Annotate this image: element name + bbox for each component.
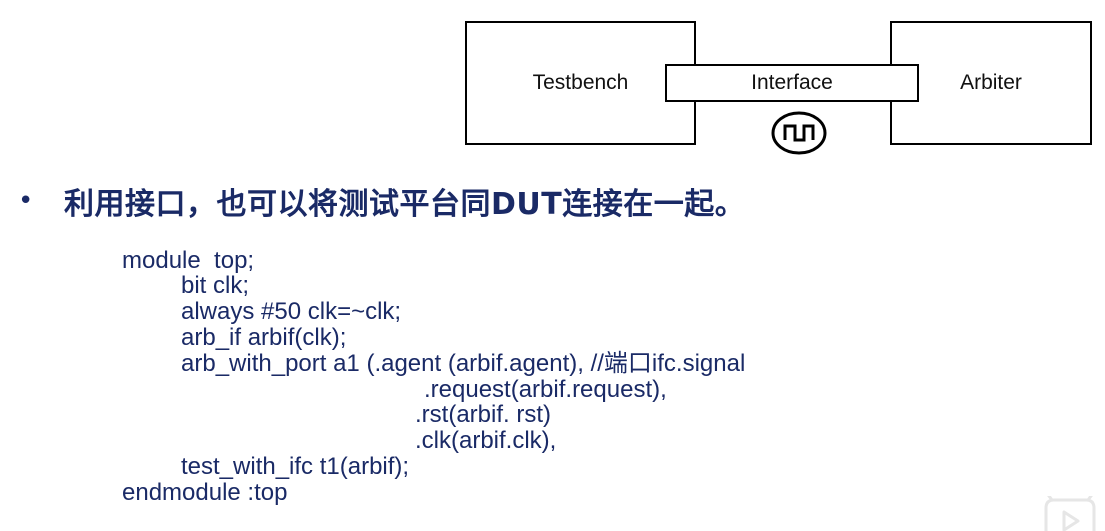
bullet-point: • 利用接口，也可以将测试平台同DUT连接在一起。 xyxy=(14,178,1094,224)
arbiter-box: Arbiter xyxy=(890,21,1092,145)
interface-label: Interface xyxy=(751,71,833,94)
arbiter-label: Arbiter xyxy=(960,71,1022,94)
code-line-test-with-ifc: test_with_ifc t1(arbif); xyxy=(181,453,410,480)
code-block: module top; bit clk; always #50 clk=~clk… xyxy=(0,244,1040,514)
code-line-arb-with-port: arb_with_port a1 (.agent (arbif.agent), … xyxy=(181,350,746,377)
code-line-request: .request(arbif.request), xyxy=(424,376,667,403)
testbench-label: Testbench xyxy=(532,71,629,94)
code-line-clk: .clk(arbif.clk), xyxy=(415,427,557,454)
bullet-text: 利用接口，也可以将测试平台同DUT连接在一起。 xyxy=(64,187,746,222)
testbench-box: Testbench xyxy=(465,21,696,145)
code-line-arb-if: arb_if arbif(clk); xyxy=(181,324,347,351)
player-watermark-icon xyxy=(1044,496,1096,531)
clock-waveform-icon xyxy=(771,111,827,155)
code-line-rst: .rst(arbif. rst) xyxy=(415,401,551,428)
block-diagram: Testbench Arbiter Interface xyxy=(0,0,1105,170)
code-line-bit-clk: bit clk; xyxy=(181,272,250,299)
bullet-marker: • xyxy=(18,186,34,216)
code-line-endmodule: endmodule :top xyxy=(122,479,288,506)
interface-box: Interface xyxy=(665,64,919,102)
code-line-always: always #50 clk=~clk; xyxy=(181,298,402,325)
code-line-module: module top; xyxy=(122,247,255,274)
